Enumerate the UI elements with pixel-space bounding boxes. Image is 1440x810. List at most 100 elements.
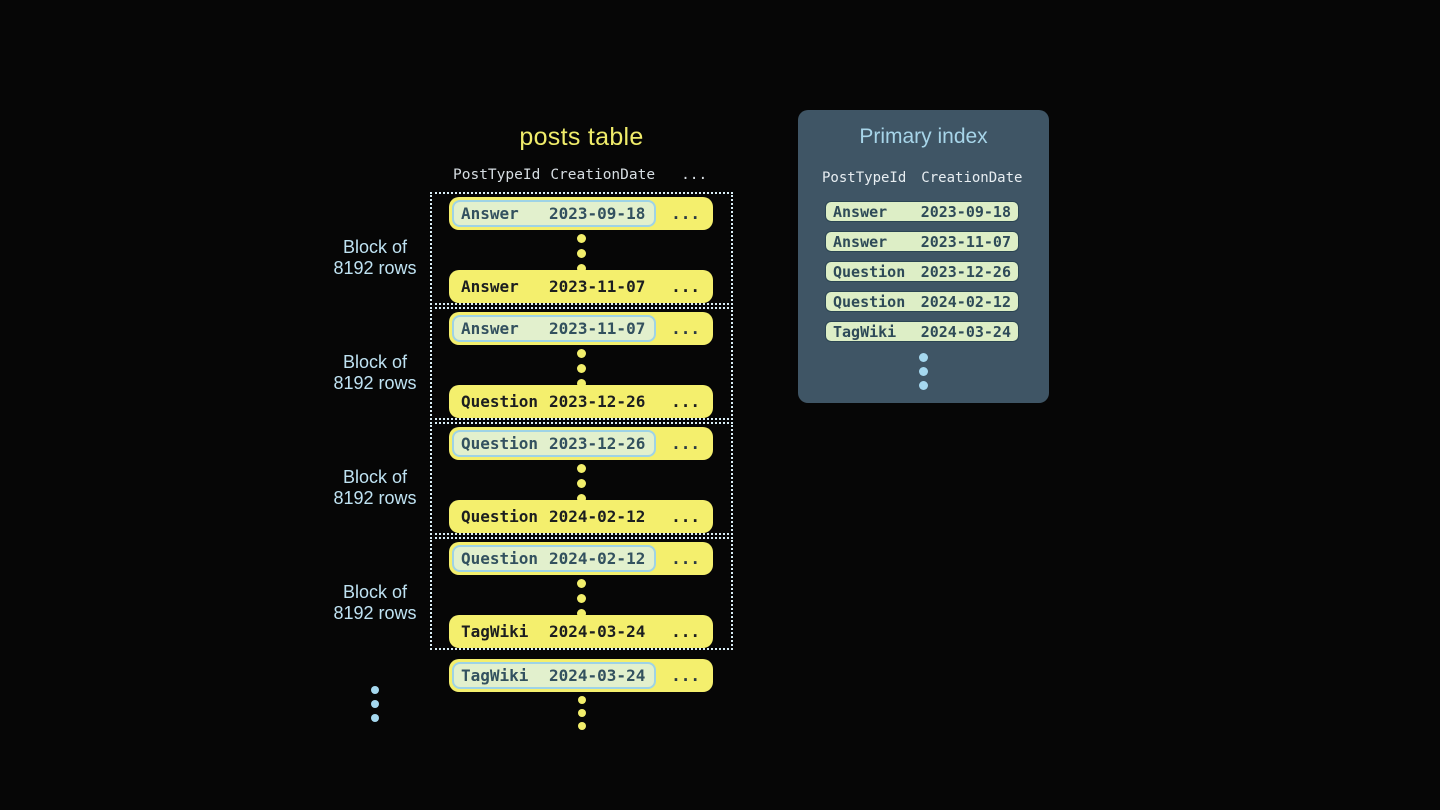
cell-more-columns: ... (671, 507, 700, 526)
block-label-line2: 8192 rows (333, 603, 417, 623)
more-index-rows-dots (798, 353, 1049, 390)
dot (577, 264, 586, 273)
block-label-line1: Block of (342, 352, 408, 372)
index-row: Question 2024-02-12 (825, 291, 1019, 312)
cell-post-type: Question (461, 392, 539, 411)
dot (577, 609, 586, 618)
omitted-rows-dots (432, 234, 731, 273)
table-row: Answer 2023-11-07 ... (449, 312, 713, 345)
row-block-1: Answer 2023-09-18 ... Answer 2023-11-07 … (430, 192, 733, 305)
row-key: Question 2023-12-26 (452, 388, 656, 415)
cell-post-type: Answer (461, 204, 519, 223)
dot (577, 722, 586, 730)
column-header-creationdate: CreationDate (921, 170, 1023, 186)
dot (577, 494, 586, 503)
cell-more-columns: ... (671, 549, 700, 568)
cell-more-columns: ... (671, 622, 700, 641)
cell-post-type: Question (461, 434, 539, 453)
more-blocks-dots (318, 686, 432, 722)
cell-creation-date: 2024-03-24 (549, 666, 646, 685)
table-row: Answer 2023-11-07 ... (449, 270, 713, 303)
row-block-3: Question 2023-12-26 ... Question 2024-02… (430, 422, 733, 535)
more-table-rows-dots (430, 696, 733, 730)
table-row: TagWiki 2024-03-24 ... (449, 615, 713, 648)
row-block-4: Question 2024-02-12 ... TagWiki 2024-03-… (430, 537, 733, 650)
cell-creation-date: 2023-09-18 (920, 202, 1011, 221)
block-label: Block of 8192 rows (318, 352, 432, 394)
cell-more-columns: ... (671, 319, 700, 338)
cell-creation-date: 2023-09-18 (549, 204, 646, 223)
index-key-highlight: Question 2023-12-26 (452, 430, 656, 457)
dot (577, 594, 586, 603)
dot (371, 700, 379, 708)
index-key-highlight: Question 2024-02-12 (452, 545, 656, 572)
cell-post-type: Answer (833, 202, 888, 221)
row-key: TagWiki 2024-03-24 (452, 618, 656, 645)
dot (577, 479, 586, 488)
cell-post-type: Answer (833, 232, 888, 251)
posts-table-column-headers: PostTypeId CreationDate ... (453, 167, 707, 183)
cell-creation-date: 2023-11-07 (920, 232, 1011, 251)
index-key-highlight: Answer 2023-09-18 (452, 200, 656, 227)
cell-more-columns: ... (671, 666, 700, 685)
cell-post-type: Question (833, 292, 906, 311)
cell-post-type: Question (461, 507, 539, 526)
block-label-line1: Block of (342, 237, 408, 257)
omitted-rows-dots (432, 579, 731, 618)
block-label: Block of 8192 rows (318, 237, 432, 279)
cell-post-type: Question (833, 262, 906, 281)
omitted-rows-dots (432, 464, 731, 503)
index-row: Answer 2023-11-07 (825, 231, 1019, 252)
dot (577, 696, 586, 704)
primary-index-title: Primary index (859, 125, 988, 148)
cell-creation-date: 2023-12-26 (549, 392, 646, 411)
omitted-rows-dots (432, 349, 731, 388)
dot (577, 579, 586, 588)
cell-more-columns: ... (671, 277, 700, 296)
dot (577, 249, 586, 258)
cell-creation-date: 2023-12-26 (549, 434, 646, 453)
cell-creation-date: 2024-02-12 (549, 549, 646, 568)
cell-post-type: TagWiki (833, 322, 897, 341)
block-label-line2: 8192 rows (333, 488, 417, 508)
table-row: Question 2024-02-12 ... (449, 500, 713, 533)
table-row-trailing: TagWiki 2024-03-24 ... (449, 659, 713, 692)
cell-post-type: TagWiki (461, 666, 529, 685)
index-key-highlight: TagWiki 2024-03-24 (452, 662, 656, 689)
primary-index-column-headers: PostTypeId CreationDate (822, 170, 1022, 186)
row-key: Question 2024-02-12 (452, 503, 656, 530)
dot (919, 381, 928, 390)
column-header-more: ... (681, 167, 708, 183)
cell-creation-date: 2023-11-07 (549, 277, 646, 296)
cell-creation-date: 2024-02-12 (920, 292, 1011, 311)
table-row: Question 2023-12-26 ... (449, 427, 713, 460)
cell-creation-date: 2023-12-26 (920, 262, 1011, 281)
dot (371, 686, 379, 694)
dot (577, 464, 586, 473)
block-label-line1: Block of (342, 582, 408, 602)
dot (577, 379, 586, 388)
dot (919, 353, 928, 362)
primary-index-rows: Answer 2023-09-18 Answer 2023-11-07 Ques… (825, 201, 1019, 351)
column-header-posttypeid: PostTypeId (822, 170, 907, 186)
dot (577, 364, 586, 373)
dot (919, 367, 928, 376)
row-key: Answer 2023-11-07 (452, 273, 656, 300)
index-row: TagWiki 2024-03-24 (825, 321, 1019, 342)
cell-post-type: Answer (461, 277, 519, 296)
cell-more-columns: ... (671, 392, 700, 411)
dot (577, 709, 586, 717)
cell-creation-date: 2024-03-24 (920, 322, 1011, 341)
table-row: Question 2023-12-26 ... (449, 385, 713, 418)
dot (577, 234, 586, 243)
cell-post-type: Answer (461, 319, 519, 338)
cell-more-columns: ... (671, 434, 700, 453)
block-label-line1: Block of (342, 467, 408, 487)
cell-post-type: Question (461, 549, 539, 568)
cell-creation-date: 2024-03-24 (549, 622, 646, 641)
index-row: Question 2023-12-26 (825, 261, 1019, 282)
column-header-creationdate: CreationDate (550, 167, 656, 183)
table-row: Answer 2023-09-18 ... (449, 197, 713, 230)
dot (371, 714, 379, 722)
